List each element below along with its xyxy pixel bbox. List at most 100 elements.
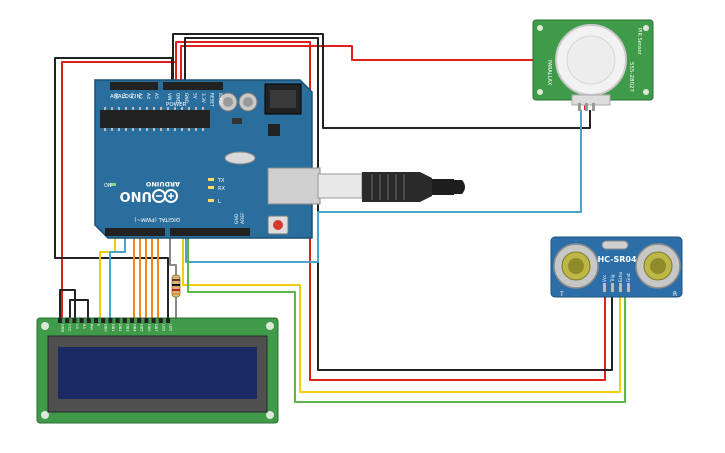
lcd-pin — [108, 318, 113, 323]
lcd-pin — [144, 318, 149, 323]
lcd-pin — [137, 318, 142, 323]
power-pin-label: GND — [183, 93, 189, 104]
analog-pin-label: A1 — [121, 93, 127, 99]
power-pin-label: RESET — [209, 93, 215, 107]
pir-brand-label: PARALLAX — [546, 60, 552, 86]
transducer-left — [553, 243, 599, 289]
lcd-pin — [65, 318, 70, 323]
lcd-pin — [94, 318, 98, 323]
lcd-pin-label: RS — [82, 324, 86, 329]
digital-pwm-label: DIGITAL (PWM~) — [134, 216, 180, 222]
on-label: ON — [104, 183, 112, 189]
lcd-screen — [58, 347, 257, 399]
lcd-pin — [115, 318, 120, 323]
lcd-pin-label: DB3 — [125, 324, 129, 332]
hcsr04-pin-label: Trig — [610, 274, 615, 283]
lcd-pin-label: LED — [161, 324, 165, 331]
lcd-pin-label: E — [97, 324, 101, 327]
lcd-pin-label: DB2 — [118, 324, 122, 332]
wire-lcd-gnd-loop2 — [69, 299, 89, 318]
power-pin-label: 5V — [192, 93, 198, 99]
hcsr04-pin-label: Echo — [618, 271, 623, 282]
lcd-pin-label: DB5 — [140, 324, 144, 332]
power-pin-label: VIN — [166, 93, 172, 100]
wire-echo — [187, 236, 626, 403]
power-pin-label: GND — [175, 93, 181, 104]
power-pin-label: IOREF — [217, 93, 223, 106]
lcd-pin-label: DB6 — [147, 324, 151, 332]
lcd-pin-label: DB7 — [154, 324, 158, 332]
resistor — [171, 274, 181, 298]
lcd-pin-label: VCC — [68, 324, 72, 332]
lcd-pin — [86, 318, 91, 323]
pir-model-label: PIR Sensor — [636, 28, 642, 56]
hcsr04-pin-label: Gnd — [626, 273, 631, 282]
rx-label: RX — [218, 186, 225, 192]
lcd-pin — [122, 318, 127, 323]
crystal — [224, 151, 256, 165]
lcd-pin — [158, 318, 163, 323]
power-header — [163, 82, 223, 90]
lcd-pin-label: DB0 — [104, 324, 108, 332]
arduino-logo-icon — [152, 189, 178, 203]
lcd-pin-label: LED — [169, 324, 173, 331]
wire-lcd-rs — [99, 236, 116, 318]
wire-lcd-gnd-loop — [59, 289, 76, 318]
power-label: POWER — [166, 102, 187, 108]
lcd-pin — [58, 318, 62, 323]
hcsr04-model-label: HC-SR04 — [597, 255, 637, 264]
transducer-right — [635, 243, 681, 289]
lcd-pin — [130, 318, 134, 323]
digital-header-low — [105, 228, 165, 236]
wire-trig — [182, 236, 621, 393]
arduino-brand-label: ARDUINO — [145, 180, 180, 188]
usb-cable — [267, 167, 465, 205]
lcd-pin-label: DB4 — [133, 324, 137, 332]
lcd-pin — [151, 318, 156, 323]
analog-pin-label: A5 — [153, 93, 159, 99]
lcd-pin — [79, 318, 84, 323]
wire-lcd-e — [109, 236, 126, 318]
arduino-uno-board: ARDUINO UNO ANALOG IN POWER DIGITAL (PWM… — [94, 79, 313, 239]
digital-header-high — [170, 228, 250, 236]
analog-pin-label: A0 — [113, 93, 119, 99]
power-pin-label: 3.3V — [200, 93, 206, 103]
lcd-pin — [166, 318, 170, 323]
hcsr04-pin-label: Vcc — [602, 274, 607, 282]
analog-pin-label: A3 — [137, 93, 143, 99]
lcd-pin-label: GND — [61, 324, 65, 332]
usb-port — [267, 167, 321, 205]
lcd-pin-label: DB1 — [111, 324, 115, 332]
gnd-label: GND — [234, 213, 240, 224]
wire-5v-to-lcd — [61, 61, 177, 318]
lcd-pin-label: RW — [89, 324, 93, 330]
hcsr04-r-marker: R — [673, 291, 677, 298]
aref-label: AREF — [240, 212, 246, 224]
analog-in-label: ANALOG IN — [110, 94, 141, 100]
lcd-pin — [101, 318, 106, 323]
crystal-oscillator — [601, 240, 629, 250]
arduino-model-label: UNO — [120, 188, 153, 203]
pir-part-label: 555-28027 — [628, 62, 634, 92]
tx-label: TX — [217, 178, 225, 184]
wire-gnd-to-pir — [172, 33, 591, 129]
atmega-chip — [100, 110, 210, 128]
l-label: L — [218, 199, 221, 205]
analog-pin-label: A4 — [145, 93, 151, 99]
wire-gnd-to-lcd — [54, 57, 173, 318]
analog-header — [110, 82, 158, 90]
lcd-pin-label: V0 — [75, 324, 79, 329]
analog-pin-label: A2 — [129, 93, 135, 99]
wire-pir-signal — [185, 110, 582, 263]
pir-sensor: PIR Sensor 555-28027 PARALLAX — [532, 19, 654, 111]
lcd-pin — [72, 318, 77, 323]
hcsr04-t-marker: T — [559, 291, 564, 298]
